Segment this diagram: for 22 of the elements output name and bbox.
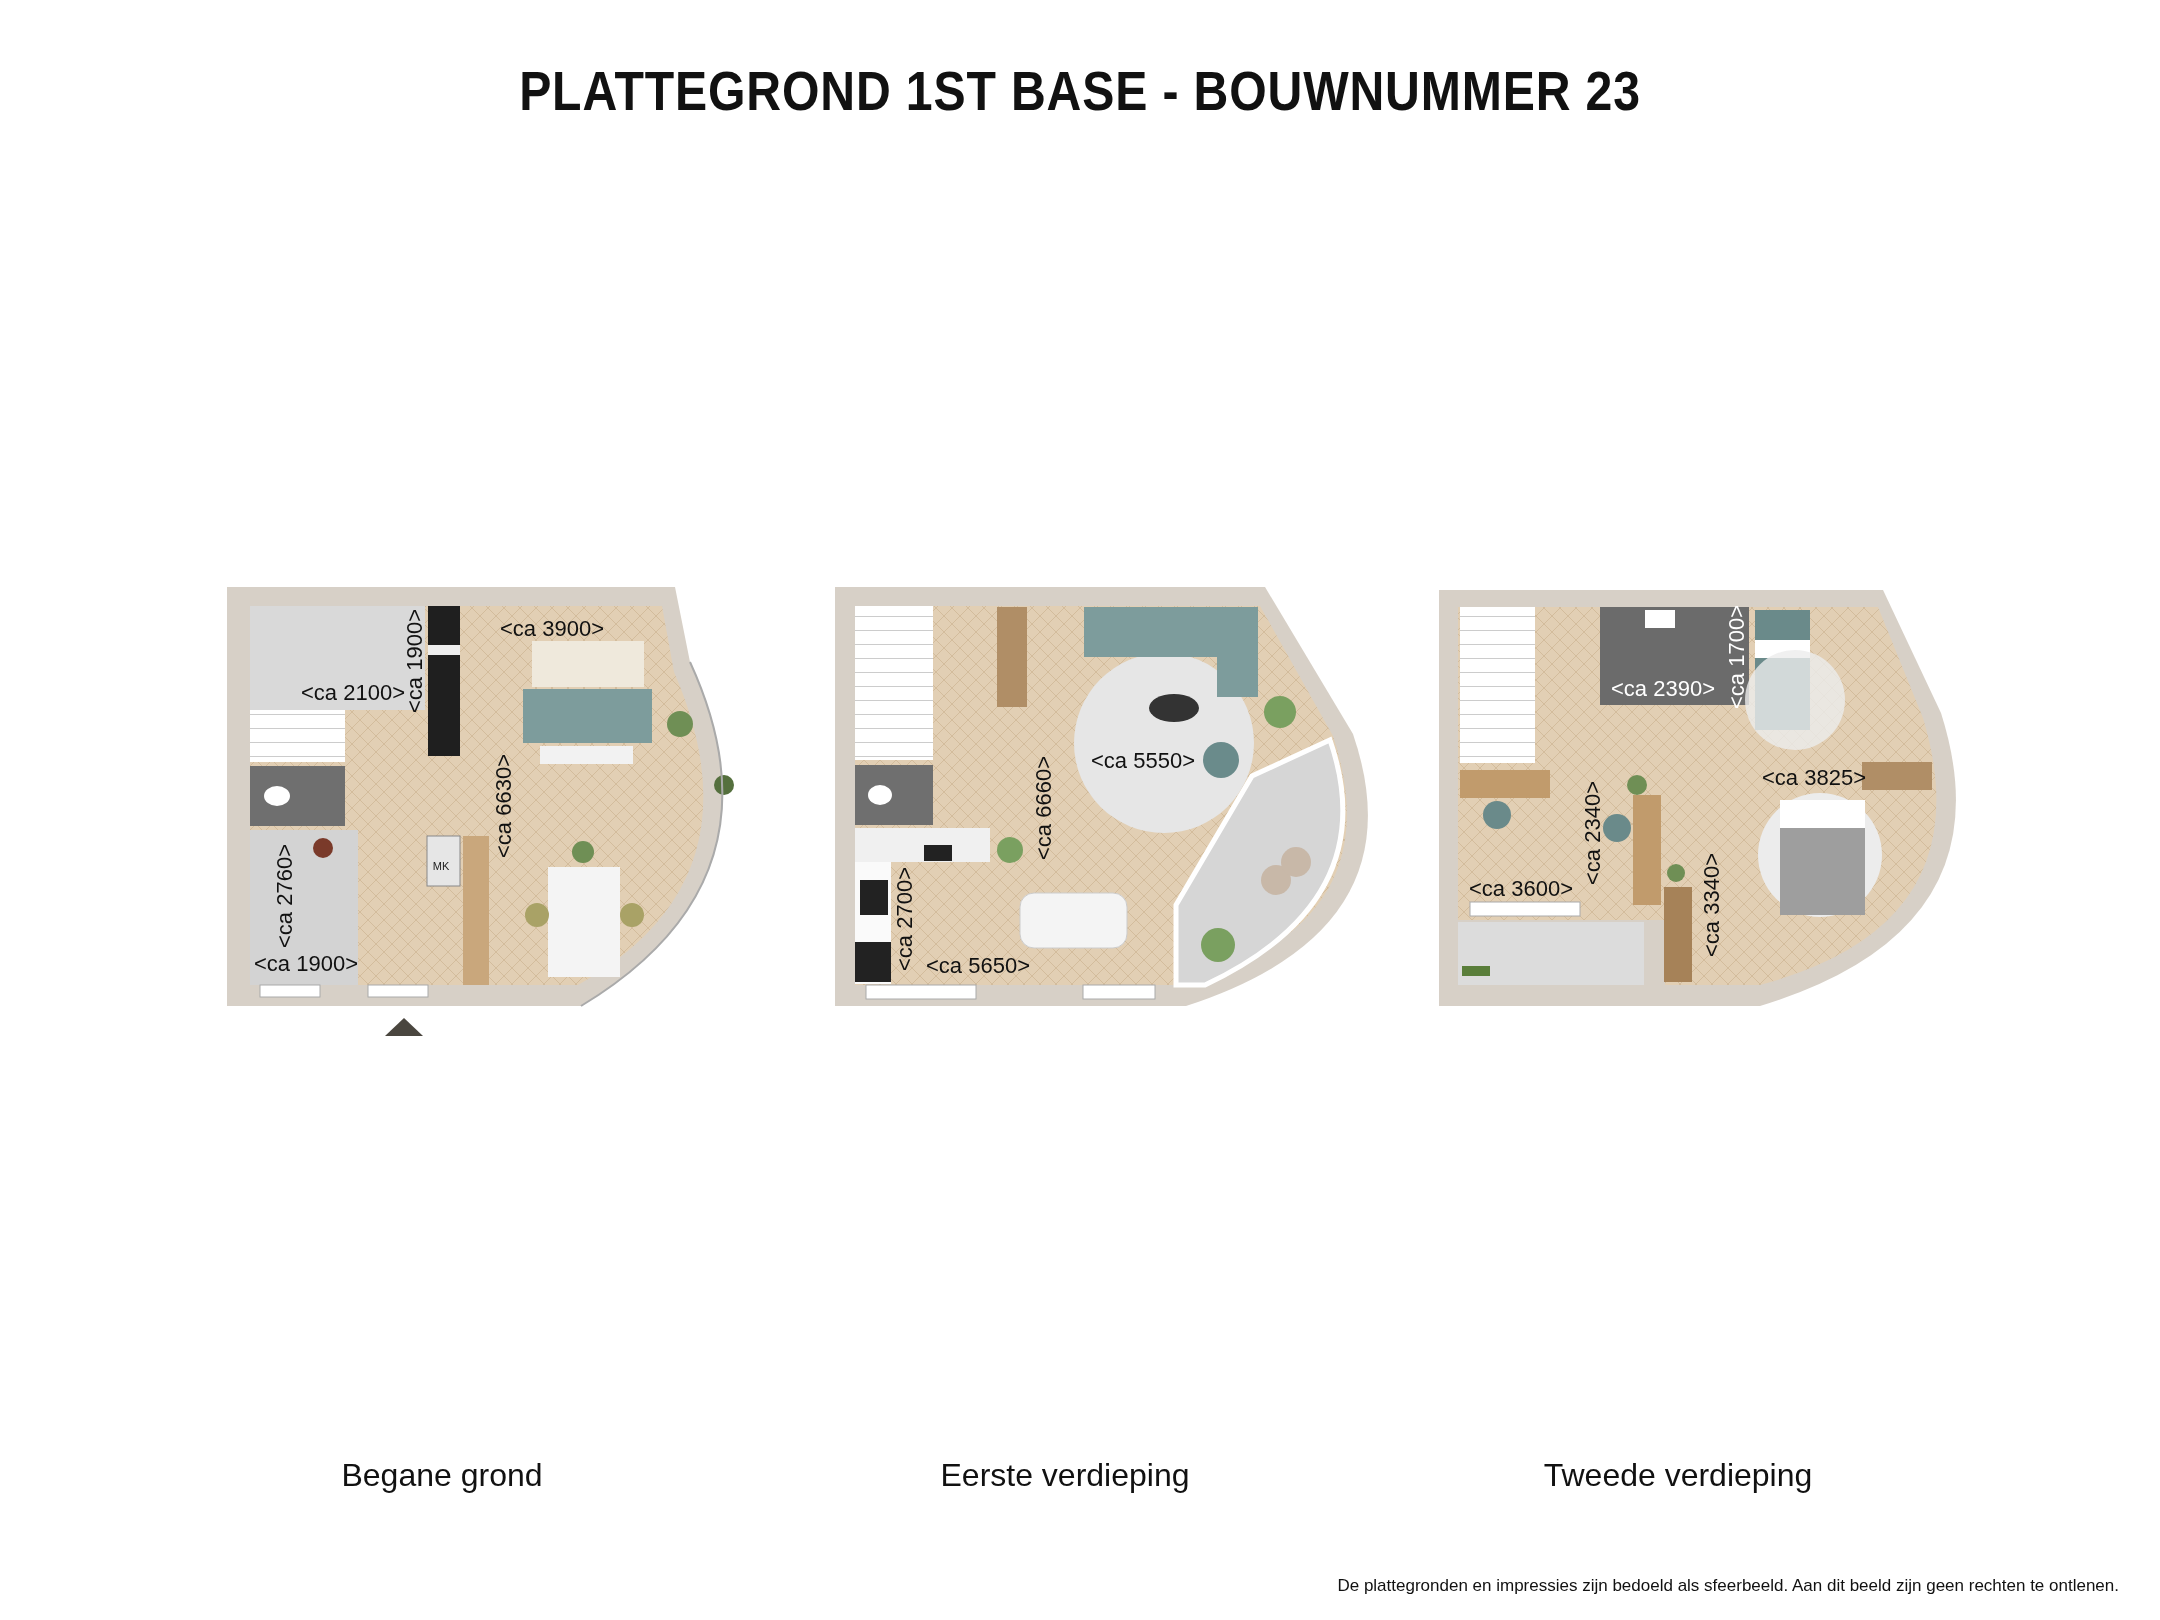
dimension-label: <ca 3900> [500,618,604,640]
dimension-label: <ca 1900> [254,953,358,975]
room-label: MK [432,860,450,872]
dimension-label: <ca 3600> [1469,878,1573,900]
dimension-label: <ca 2340> [1582,781,1604,885]
plan-title: PLATTEGROND 1ST BASE - BOUWNUMMER 23 [519,63,1641,119]
dimension-label: <ca 3340> [1701,853,1723,957]
disclaimer-note: De plattegronden en impressies zijn bedoeld als sfeerbeeld. Aan dit beeld zijn geen rechten te ontlenen. [1337,1576,2119,1594]
dimension-label: <ca 2760> [274,844,296,948]
dimension-label: <ca 6630> [493,754,515,858]
dimension-label: <ca 1700> [1726,605,1748,709]
dimension-label: <ca 2700> [894,867,916,971]
dimension-label: <ca 2100> [301,682,405,704]
dimension-label: <ca 6660> [1033,756,1055,860]
dimension-label: <ca 2390> [1611,678,1715,700]
floor-caption: Tweede verdieping [1543,1459,1813,1491]
dimension-label: <ca 1900> [404,609,426,713]
floor-caption: Eerste verdieping [940,1459,1190,1491]
dimension-label: <ca 5650> [926,955,1030,977]
dimension-label: <ca 5550> [1091,750,1195,772]
dimension-label: <ca 3825> [1762,767,1866,789]
floor-caption: Begane grond [341,1459,543,1491]
